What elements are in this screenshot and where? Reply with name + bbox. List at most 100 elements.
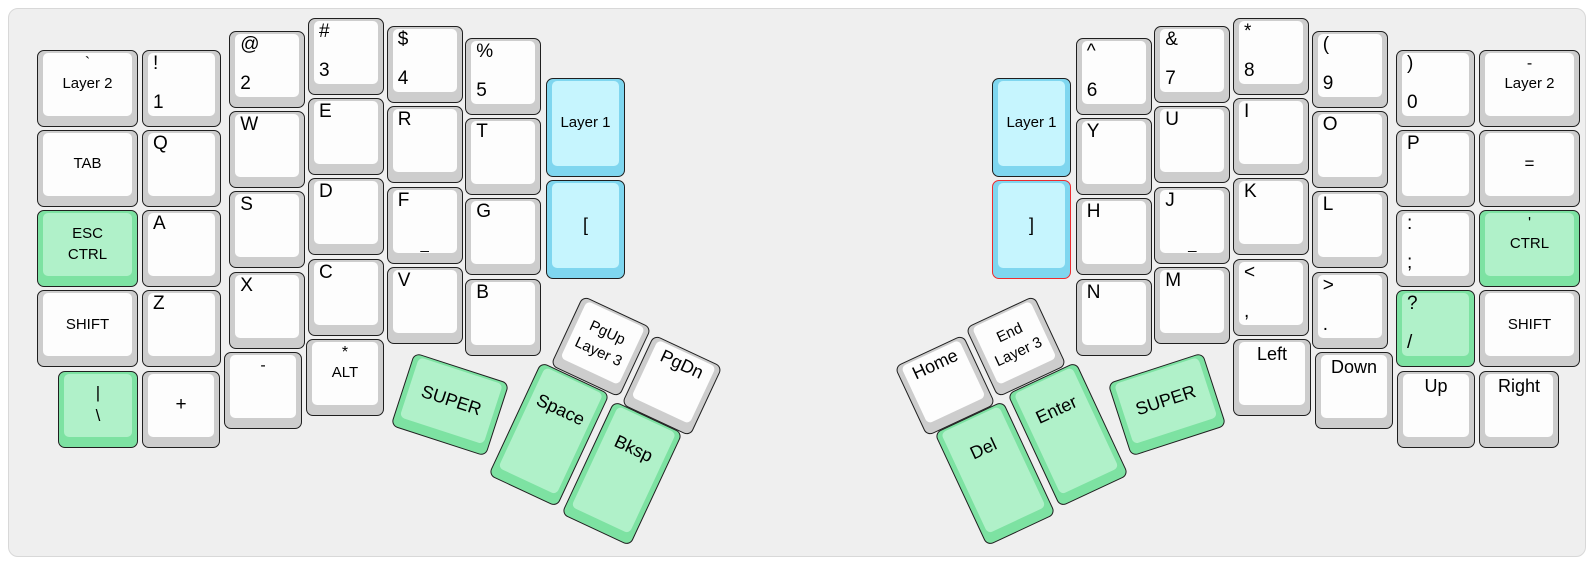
key-v[interactable]: V bbox=[386, 267, 463, 344]
key-amp-7[interactable]: &7 bbox=[1154, 26, 1231, 103]
keycap-top: Down bbox=[1321, 354, 1387, 418]
key-label: 9 bbox=[1322, 72, 1334, 94]
key-label: : bbox=[1407, 213, 1413, 235]
key-shift-right[interactable]: SHIFT bbox=[1479, 290, 1580, 368]
key-minus-layer2[interactable]: -Layer 2 bbox=[1479, 49, 1580, 127]
key-question-slash[interactable]: ?/ bbox=[1396, 290, 1475, 368]
key-label: & bbox=[1165, 29, 1178, 50]
key-super-left[interactable]: SUPER bbox=[390, 351, 510, 457]
key-label: ` bbox=[84, 54, 91, 72]
keycap-top: R bbox=[392, 109, 457, 173]
key-minus[interactable]: - bbox=[224, 351, 302, 429]
keycap-top: `Layer 2 bbox=[43, 52, 132, 116]
key-label: A bbox=[153, 213, 166, 235]
key-shift-left[interactable]: SHIFT bbox=[37, 290, 138, 368]
key-arrow-right[interactable]: Right bbox=[1479, 370, 1559, 448]
key-h[interactable]: H bbox=[1075, 198, 1152, 276]
key-plus[interactable]: + bbox=[142, 370, 220, 448]
key-b[interactable]: B bbox=[465, 278, 542, 356]
key-exclam-1[interactable]: !1 bbox=[142, 49, 221, 127]
key-dollar-4[interactable]: $4 bbox=[386, 26, 463, 103]
key-d[interactable]: D bbox=[308, 178, 384, 256]
key-label: , bbox=[1244, 300, 1250, 322]
key-label: V bbox=[397, 270, 411, 291]
key-x[interactable]: X bbox=[229, 271, 306, 349]
key-s[interactable]: S bbox=[229, 191, 306, 269]
key-c[interactable]: C bbox=[308, 258, 384, 336]
key-n[interactable]: N bbox=[1075, 278, 1152, 356]
key-star-alt[interactable]: *ALT bbox=[306, 338, 384, 416]
key-o[interactable]: O bbox=[1311, 111, 1388, 188]
keycap-top: TAB bbox=[43, 132, 132, 196]
key-tab[interactable]: TAB bbox=[37, 129, 138, 207]
key-e[interactable]: E bbox=[308, 97, 384, 175]
key-r[interactable]: R bbox=[386, 106, 463, 184]
key-hash-3[interactable]: #3 bbox=[308, 17, 384, 95]
key-backtick-layer2[interactable]: `Layer 2 bbox=[37, 49, 138, 127]
key-lt-comma[interactable]: <, bbox=[1233, 258, 1309, 336]
key-label: * bbox=[1244, 20, 1252, 42]
key-star-8[interactable]: *8 bbox=[1233, 17, 1309, 95]
key-quote-ctrl[interactable]: 'CTRL bbox=[1479, 210, 1580, 288]
key-left-bracket[interactable]: [ bbox=[546, 180, 625, 279]
keycap-top: |\ bbox=[64, 373, 132, 437]
keycap-top: K bbox=[1239, 181, 1303, 245]
key-caret-6[interactable]: ^6 bbox=[1075, 37, 1152, 115]
key-label: Bksp bbox=[610, 430, 656, 466]
key-u[interactable]: U bbox=[1154, 106, 1231, 184]
key-layer1-left[interactable]: Layer 1 bbox=[546, 78, 625, 177]
key-t[interactable]: T bbox=[465, 117, 542, 195]
key-k[interactable]: K bbox=[1233, 178, 1309, 256]
key-arrow-left[interactable]: Left bbox=[1233, 338, 1311, 416]
key-label: ALT bbox=[331, 364, 359, 382]
key-j[interactable]: J_ bbox=[1154, 186, 1231, 264]
key-at-2[interactable]: @2 bbox=[229, 30, 306, 108]
key-p[interactable]: P bbox=[1396, 129, 1475, 207]
keycap-top: O bbox=[1317, 114, 1382, 177]
key-rparen-0[interactable]: )0 bbox=[1396, 49, 1475, 127]
key-layer1-right[interactable]: Layer 1 bbox=[992, 78, 1071, 177]
keycap-top: T bbox=[471, 120, 536, 184]
key-z[interactable]: Z bbox=[142, 290, 221, 368]
key-l[interactable]: L bbox=[1311, 191, 1388, 269]
key-arrow-up[interactable]: Up bbox=[1397, 370, 1475, 448]
key-label: Home bbox=[909, 345, 962, 384]
key-label: B bbox=[476, 281, 489, 303]
key-equals[interactable]: = bbox=[1479, 129, 1580, 207]
keycap-top: $4 bbox=[392, 29, 457, 92]
key-gt-period[interactable]: >. bbox=[1311, 271, 1388, 349]
key-label: 8 bbox=[1244, 59, 1255, 81]
keycap-top: Q bbox=[148, 132, 215, 196]
key-colon-semicolon[interactable]: :; bbox=[1396, 210, 1475, 288]
key-label: |\ bbox=[95, 383, 101, 426]
keycap-top: ?/ bbox=[1402, 293, 1469, 357]
key-arrow-down[interactable]: Down bbox=[1315, 351, 1393, 429]
key-right-bracket[interactable]: ] bbox=[992, 180, 1071, 279]
key-q[interactable]: Q bbox=[142, 129, 221, 207]
key-g[interactable]: G bbox=[465, 198, 542, 276]
key-w[interactable]: W bbox=[229, 111, 306, 188]
key-label: Y bbox=[1086, 120, 1100, 142]
key-super-right[interactable]: SUPER bbox=[1107, 351, 1227, 457]
key-percent-5[interactable]: %5 bbox=[465, 37, 542, 115]
key-label: 4 bbox=[397, 68, 409, 89]
key-label: W bbox=[240, 114, 259, 135]
keycap-top: Home bbox=[900, 340, 986, 425]
key-i[interactable]: I bbox=[1233, 97, 1309, 175]
keycap-top: W bbox=[235, 114, 300, 177]
keycap-top: = bbox=[1485, 132, 1574, 196]
key-a[interactable]: A bbox=[142, 210, 221, 288]
key-label: Space bbox=[533, 389, 588, 429]
keycap-top: 'CTRL bbox=[1485, 213, 1574, 277]
key-label: 5 bbox=[476, 79, 487, 101]
key-label: U bbox=[1165, 109, 1180, 131]
key-m[interactable]: M bbox=[1154, 267, 1231, 344]
key-y[interactable]: Y bbox=[1075, 117, 1152, 195]
key-label: ! bbox=[153, 52, 159, 74]
key-label: T bbox=[476, 120, 488, 142]
key-lparen-9[interactable]: (9 bbox=[1311, 30, 1388, 108]
key-f[interactable]: F_ bbox=[386, 186, 463, 264]
key-pipe-backslash[interactable]: |\ bbox=[58, 370, 138, 448]
